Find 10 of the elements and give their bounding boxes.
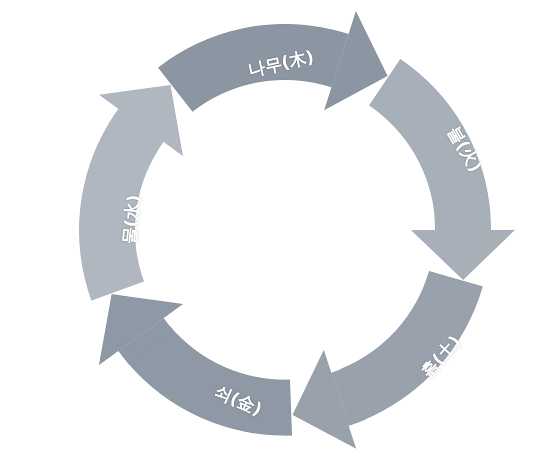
segment-label: 흙(土) <box>419 334 465 382</box>
arrow <box>99 294 183 366</box>
arrow <box>292 350 366 449</box>
segment-label: 불(火) <box>444 124 484 176</box>
arrow <box>411 212 515 280</box>
segment-label: 물(水) <box>122 194 144 246</box>
arrow <box>318 11 388 110</box>
segment-label: 나무(木) <box>246 49 316 80</box>
arrow <box>98 84 184 156</box>
segment-label: 쇠(金) <box>211 383 264 419</box>
